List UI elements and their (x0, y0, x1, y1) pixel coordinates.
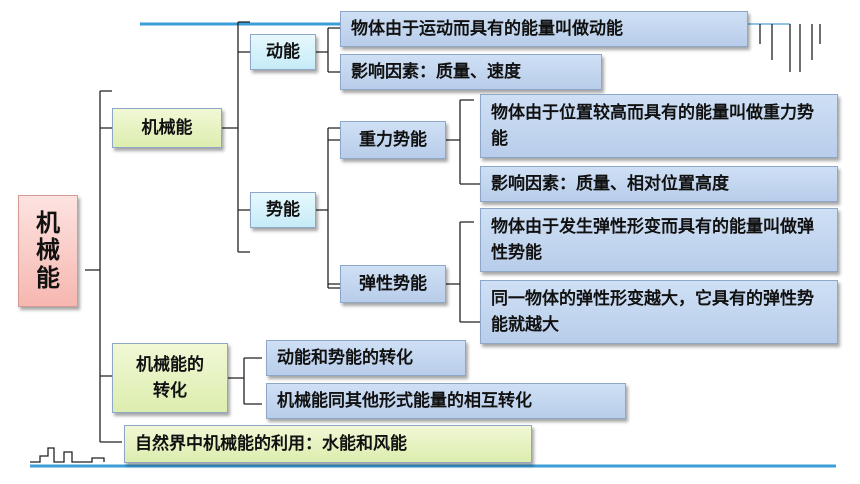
elastic-definition: 物体由于发生弹性形变而具有的能量叫做弹性势能 (480, 208, 838, 272)
conversion-kinetic-potential-text: 动能和势能的转化 (277, 347, 413, 368)
elastic-relation: 同一物体的弹性形变越大，它具有的弹性势能就越大 (480, 280, 838, 344)
node-kinetic-energy: 动能 (250, 34, 316, 70)
conversion-kinetic-potential: 动能和势能的转化 (266, 340, 466, 376)
node-potential-energy-label: 势能 (266, 199, 300, 220)
node-gravity-potential-label: 重力势能 (359, 129, 427, 150)
gravity-definition: 物体由于位置较高而具有的能量叫做重力势能 (480, 94, 838, 158)
node-mechanical-energy: 机械能 (112, 108, 222, 148)
node-energy-conversion: 机械能的转化 (112, 343, 228, 413)
node-energy-conversion-label: 机械能的转化 (136, 354, 204, 401)
conversion-other-forms-text: 机械能同其他形式能量的相互转化 (277, 390, 532, 411)
node-elastic-potential-label: 弹性势能 (359, 273, 427, 294)
node-kinetic-energy-label: 动能 (266, 41, 300, 62)
kinetic-factors-text: 影响因素：质量、速度 (351, 61, 521, 82)
kinetic-factors: 影响因素：质量、速度 (340, 54, 602, 90)
kinetic-definition: 物体由于运动而具有的能量叫做动能 (340, 11, 748, 47)
node-mechanical-energy-label: 机械能 (141, 117, 193, 138)
elastic-definition-text: 物体由于发生弹性形变而具有的能量叫做弹性势能 (491, 216, 814, 263)
gravity-factors-text: 影响因素：质量、相对位置高度 (491, 173, 729, 194)
gravity-factors: 影响因素：质量、相对位置高度 (480, 166, 838, 202)
root-label: 机械能 (36, 208, 60, 292)
node-gravity-potential: 重力势能 (340, 121, 446, 159)
kinetic-definition-text: 物体由于运动而具有的能量叫做动能 (351, 18, 623, 39)
gravity-definition-text: 物体由于位置较高而具有的能量叫做重力势能 (491, 102, 814, 149)
node-potential-energy: 势能 (250, 192, 316, 228)
node-elastic-potential: 弹性势能 (340, 265, 446, 303)
root-node: 机械能 (18, 195, 78, 307)
conversion-other-forms: 机械能同其他形式能量的相互转化 (266, 383, 626, 419)
elastic-relation-text: 同一物体的弹性形变越大，它具有的弹性势能就越大 (491, 288, 814, 335)
node-nature-use-label: 自然界中机械能的利用：水能和风能 (135, 433, 407, 454)
node-nature-use: 自然界中机械能的利用：水能和风能 (124, 425, 532, 463)
